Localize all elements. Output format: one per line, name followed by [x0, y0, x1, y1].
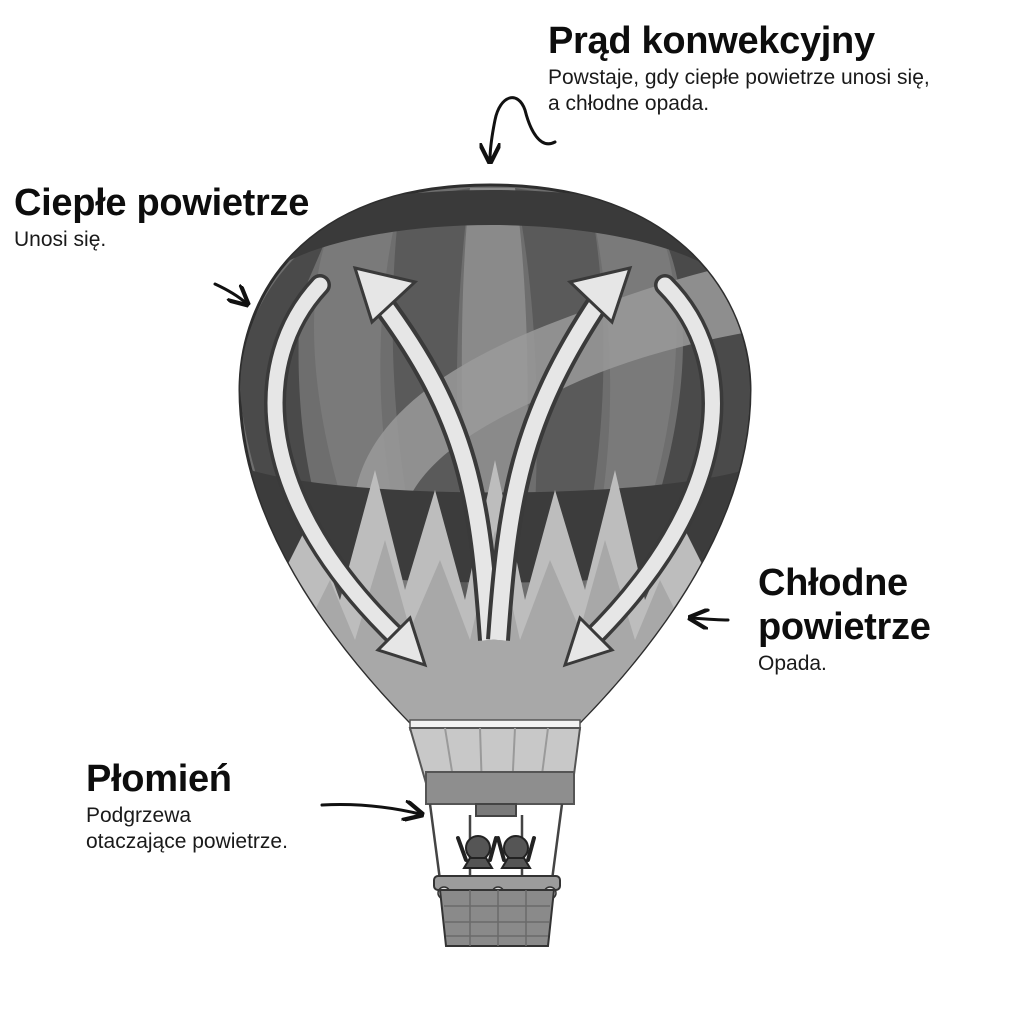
flame-desc-line2: otaczające powietrze. [86, 829, 288, 853]
pointer-cool-air [692, 618, 730, 620]
warm-air-title: Ciepłe powietrze [14, 182, 310, 224]
crown-band [240, 190, 750, 300]
cool-air-title-line1: Chłodne [758, 562, 908, 604]
skirt-band [425, 771, 575, 805]
arrow-cool-left-head [375, 615, 428, 668]
pointer-warm-air [213, 282, 246, 303]
label-warm-air: Ciepłe powietrze Unosi się. [14, 182, 354, 253]
balloon-skirt [408, 727, 582, 817]
warm-air-desc: Unosi się. [14, 227, 107, 251]
convection-desc-line1: Powstaje, gdy ciepłe powietrze unosi się… [548, 65, 930, 89]
convection-title: Prąd konwekcyjny [548, 20, 875, 62]
cool-air-desc: Opada. [758, 652, 827, 676]
balloon-envelope [238, 183, 752, 736]
arrow-cool-right-head [562, 615, 615, 668]
pointer-flame [320, 805, 420, 814]
basket-ropes [428, 803, 564, 881]
basket-assembly [428, 803, 564, 947]
convection-arrows [264, 265, 724, 668]
convection-desc: Powstaje, gdy ciepłe powietrze unosi się… [548, 65, 1018, 118]
passengers [456, 835, 536, 869]
burner [475, 803, 517, 817]
pointer-convection [490, 96, 557, 160]
convection-desc-line2: a chłodne opada. [548, 91, 710, 115]
label-flame: Płomień Podgrzewa otaczające powietrze. [86, 758, 366, 855]
gore-2 [314, 200, 470, 722]
label-pointers [213, 96, 730, 814]
flame-desc-line1: Podgrzewa [86, 803, 192, 827]
flame-desc: Podgrzewa otaczające powietrze. [86, 803, 366, 856]
arrow-warm-right-head [566, 265, 633, 325]
cool-air-title: Chłodne powietrze [758, 562, 988, 649]
cool-air-title-line2: powietrze [758, 605, 931, 648]
flame-title: Płomień [86, 758, 232, 800]
label-cool-air: Chłodne powietrze Opada. [758, 562, 988, 678]
basket [438, 889, 556, 947]
arrow-warm-left-head [352, 265, 419, 325]
label-convection-current: Prąd konwekcyjny Powstaje, gdy ciepłe po… [548, 20, 1018, 117]
passenger-right [503, 835, 529, 861]
passenger-left [465, 835, 491, 861]
swirl-band [353, 260, 750, 560]
